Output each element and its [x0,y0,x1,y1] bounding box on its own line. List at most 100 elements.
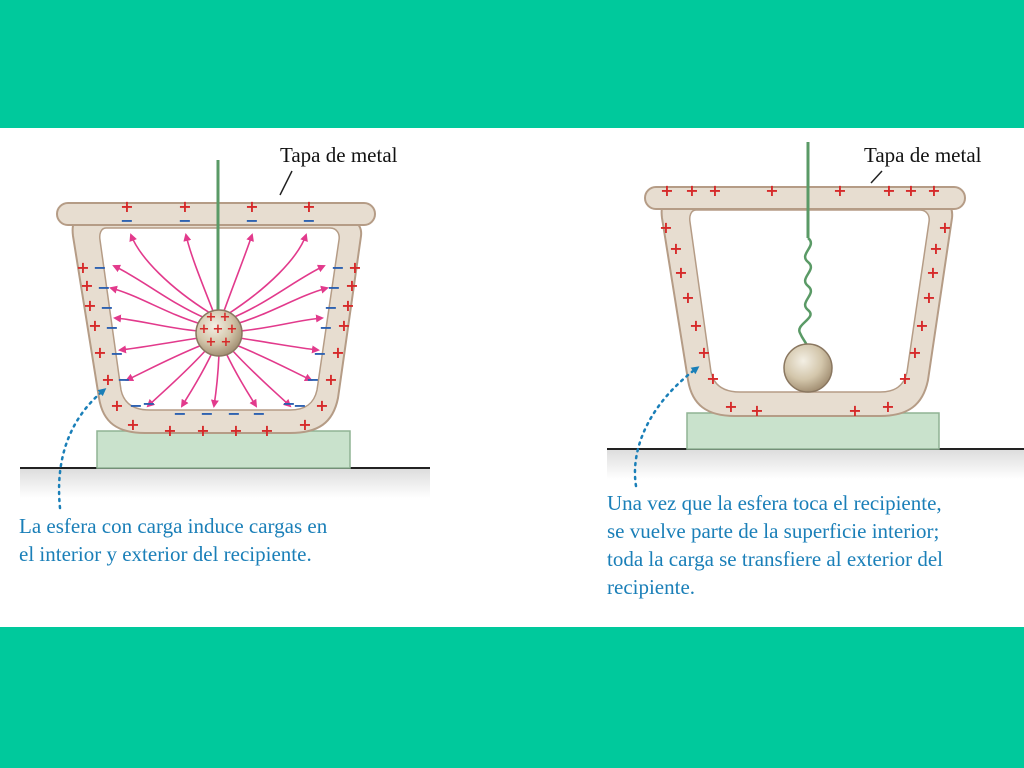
right-caption-line: se vuelve parte de la superficie interio… [607,519,940,543]
svg-text:+: + [697,343,710,362]
left-lid-label: Tapa de metal [280,143,398,167]
svg-text:−: − [173,404,186,423]
svg-text:−: − [324,298,337,317]
right-vessel-cavity [689,209,930,393]
left-lid-charges: ++++ −−−− [120,197,315,230]
svg-text:+: + [674,263,687,282]
svg-text:−: − [327,278,340,297]
right-coiled-wire [798,237,813,347]
svg-text:+: + [904,181,917,200]
svg-text:−: − [293,396,306,415]
svg-text:−: − [93,258,106,277]
svg-text:+: + [915,316,928,335]
svg-text:+: + [659,218,672,237]
svg-text:+: + [163,421,176,440]
svg-text:+: + [120,197,133,216]
svg-text:−: − [178,211,191,230]
right-caption-line: toda la carga se transfiere al exterior … [607,547,944,571]
right-outer-positive-charges: +++ ++ +++ ++++ ++++ ++++ ++++ ++ [659,181,951,420]
svg-text:+: + [348,258,361,277]
right-lid-label: Tapa de metal [864,143,982,167]
svg-text:+: + [848,401,861,420]
left-lid-leader [279,170,293,196]
left-outer-positive-charges: ++++ ++++ ++++ ++++ ++++ [76,258,361,440]
left-field-lines [109,233,329,408]
svg-text:+: + [765,181,778,200]
svg-text:+: + [929,239,942,258]
svg-text:−: − [110,344,123,363]
svg-text:−: − [319,318,332,337]
svg-text:+: + [898,369,911,388]
svg-text:+: + [341,296,354,315]
svg-text:+: + [101,370,114,389]
left-stand [96,430,351,469]
svg-text:−: − [142,394,155,413]
svg-text:+: + [724,397,737,416]
slide-content: ++ +++ ++ ++++ −−−− ++++ ++++ ++++ ++++ … [0,128,1024,627]
svg-text:+: + [881,397,894,416]
svg-text:−: − [252,404,265,423]
svg-text:+: + [315,396,328,415]
left-caption-line: el interior y exterior del recipiente. [19,542,312,566]
right-caption-pointer [633,366,700,488]
left-floor [20,468,430,498]
left-charged-sphere [195,309,243,357]
right-diagram: +++ ++ +++ ++++ ++++ ++++ ++++ ++ Tapa d… [607,142,1024,488]
svg-text:+: + [220,310,231,325]
svg-text:−: − [313,344,326,363]
svg-text:+: + [337,316,350,335]
svg-text:+: + [245,197,258,216]
right-caption: Una vez que la esfera toca el recipiente… [607,489,943,601]
svg-text:+: + [221,335,232,350]
svg-text:+: + [76,258,89,277]
svg-text:+: + [938,218,951,237]
svg-text:+: + [260,421,273,440]
svg-text:+: + [681,288,694,307]
right-caption-line: recipiente. [607,575,696,599]
svg-text:+: + [750,401,763,420]
svg-text:+: + [324,370,337,389]
svg-text:+: + [88,316,101,335]
right-floor [607,449,1024,479]
svg-text:+: + [922,288,935,307]
svg-text:+: + [213,322,224,337]
left-diagram: ++ +++ ++ ++++ −−−− ++++ ++++ ++++ ++++ … [20,143,430,510]
svg-text:−: − [97,278,110,297]
right-stand [686,412,940,450]
svg-text:+: + [926,263,939,282]
svg-text:−: − [302,211,315,230]
svg-text:−: − [117,370,130,389]
right-caption-line: Una vez que la esfera toca el recipiente… [607,491,942,515]
right-lid-leader [870,170,883,184]
svg-text:+: + [83,296,96,315]
svg-text:+: + [908,343,921,362]
top-band [0,0,1024,128]
svg-text:+: + [206,335,217,350]
svg-text:+: + [302,197,315,216]
svg-text:−: − [306,370,319,389]
right-metal-lid [644,186,966,210]
left-metal-lid [56,202,376,226]
left-caption-line: La esfera con carga induce cargas en [19,514,328,538]
svg-text:−: − [129,396,142,415]
svg-text:+: + [80,276,93,295]
svg-text:−: − [120,211,133,230]
svg-text:+: + [206,310,217,325]
svg-text:+: + [708,181,721,200]
svg-text:+: + [227,322,238,337]
svg-text:−: − [200,404,213,423]
svg-text:+: + [110,396,123,415]
svg-text:+: + [93,343,106,362]
svg-text:+: + [196,421,209,440]
svg-text:+: + [706,369,719,388]
svg-text:+: + [345,276,358,295]
left-caption-pointer [57,388,107,510]
svg-text:−: − [282,394,295,413]
svg-text:+: + [199,322,210,337]
left-inner-negative-charges: −−−− −−−− −−−− −−−− −−−− [93,258,344,423]
bottom-band [0,627,1024,768]
svg-text:+: + [833,181,846,200]
diagram-figure: ++ +++ ++ ++++ −−−− ++++ ++++ ++++ ++++ … [20,142,1024,510]
svg-text:+: + [126,415,139,434]
svg-text:+: + [229,421,242,440]
